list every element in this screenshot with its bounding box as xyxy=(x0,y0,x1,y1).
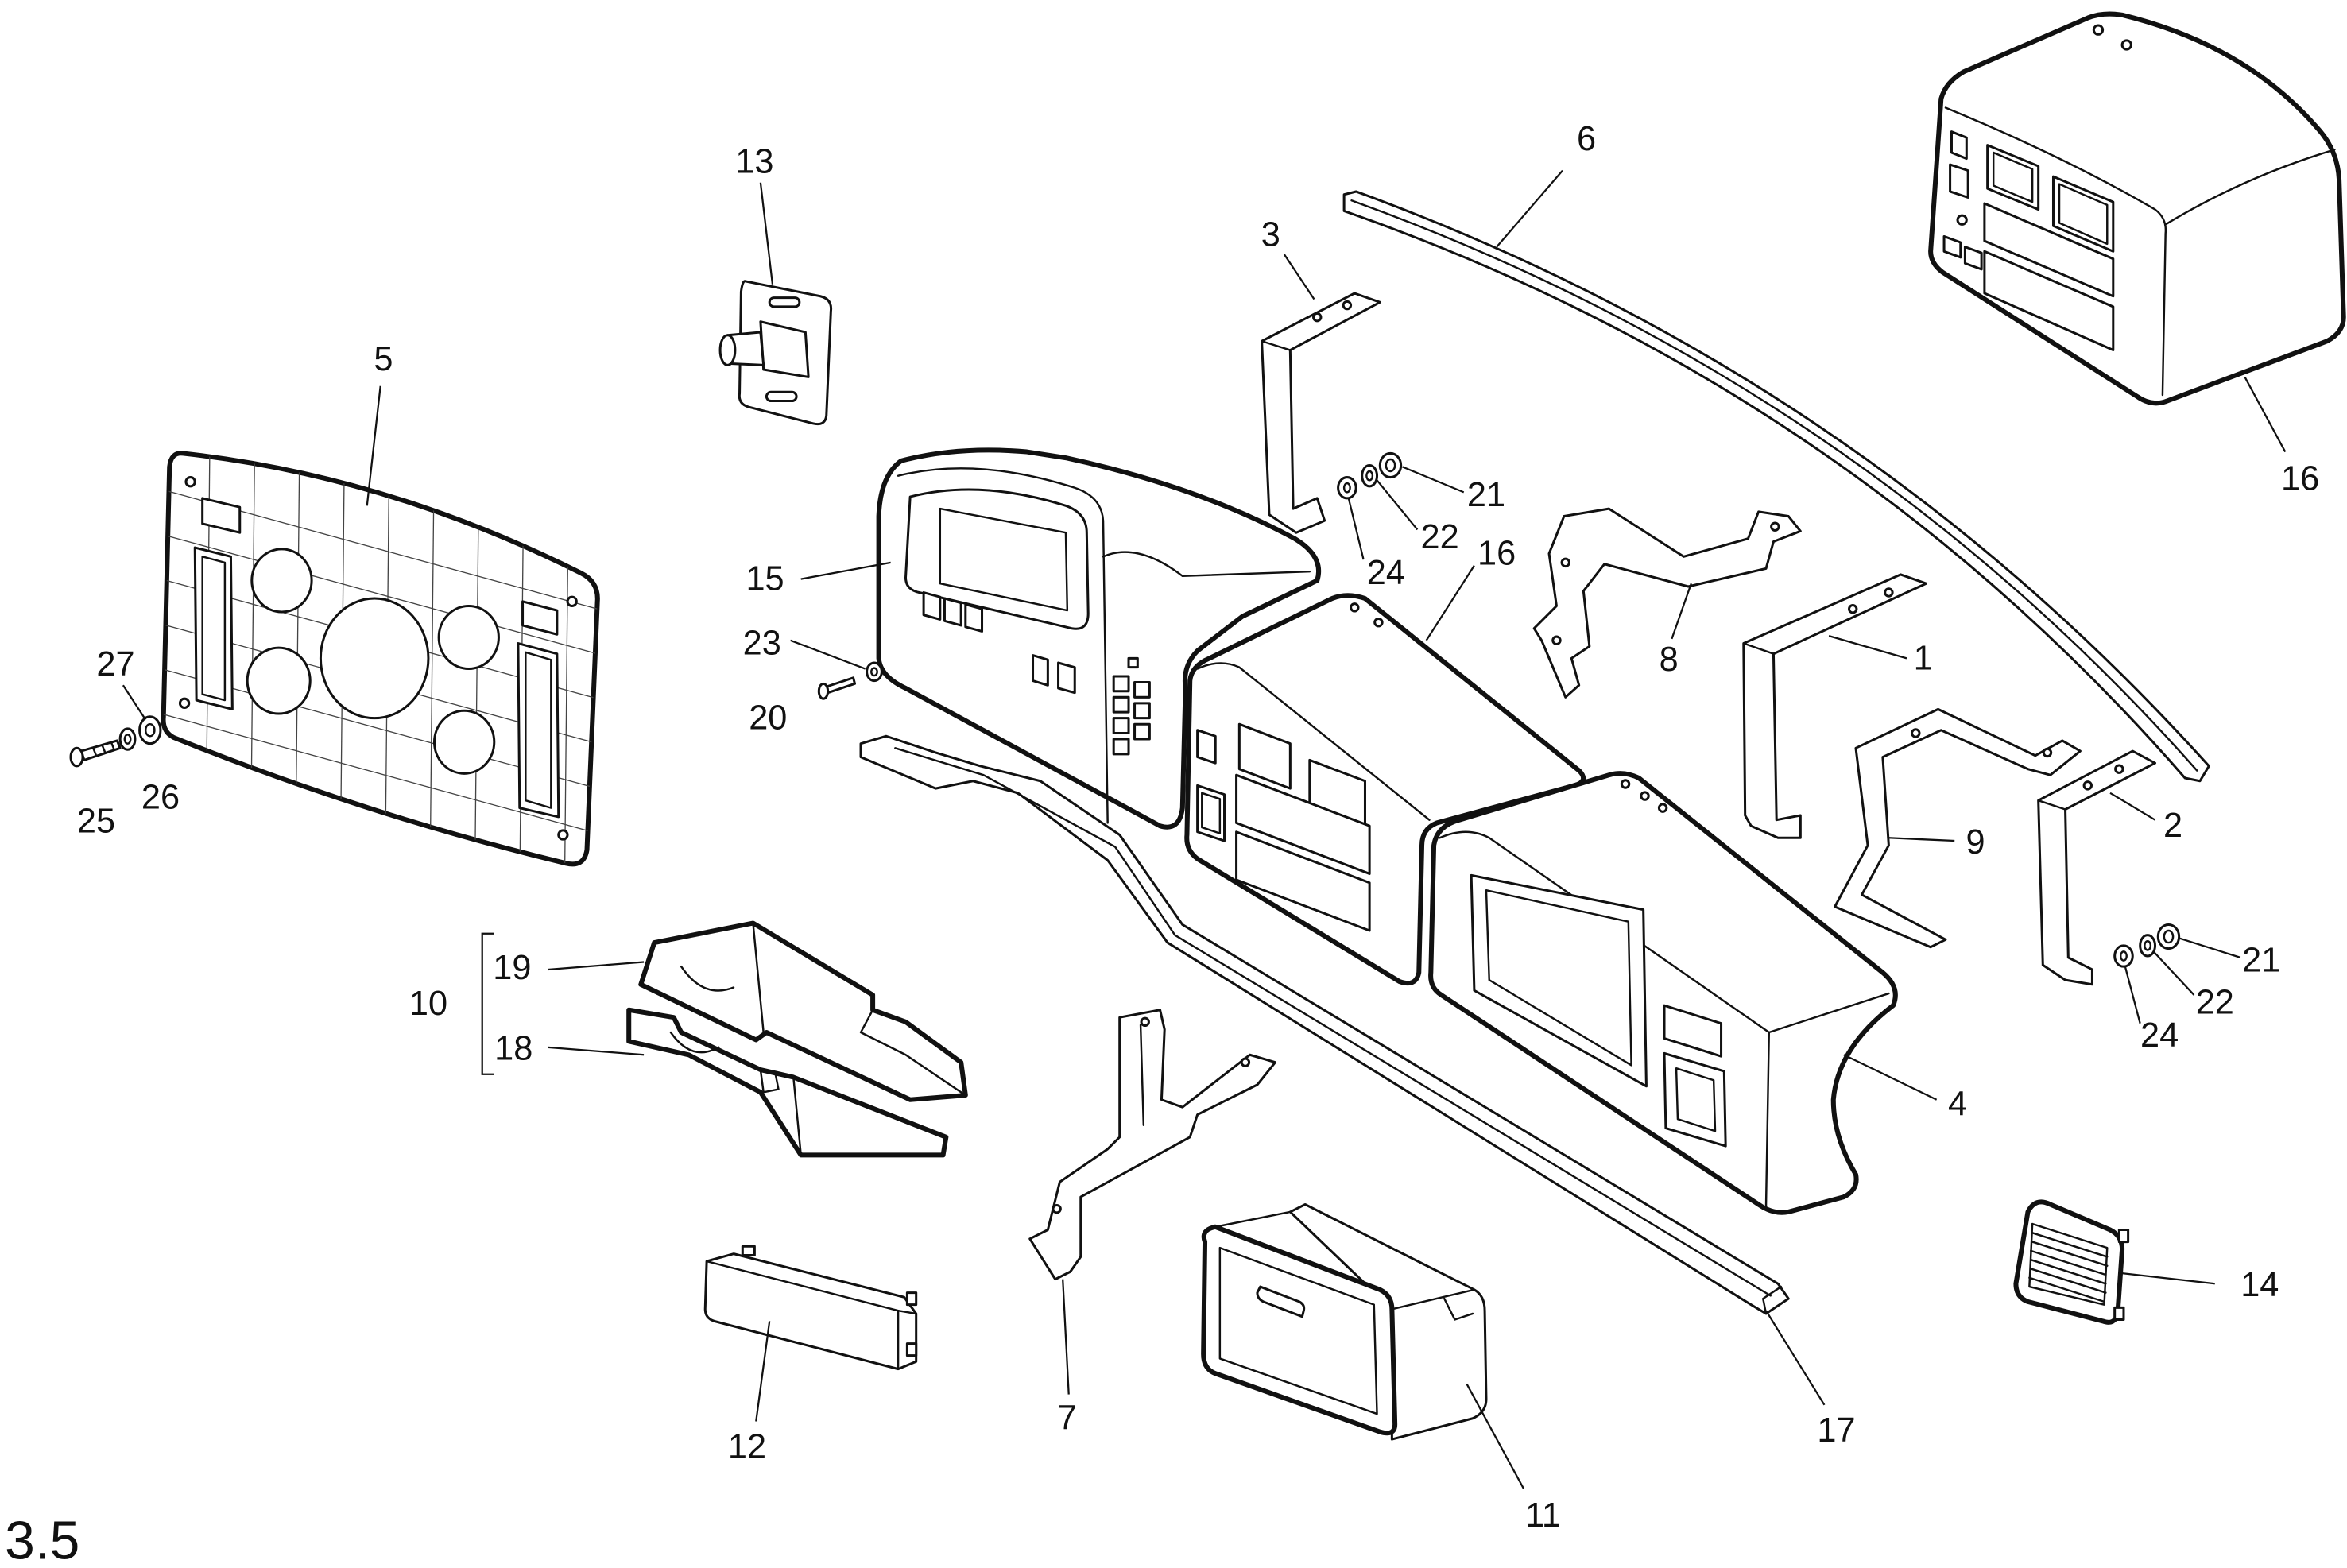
callout-25: 25 xyxy=(77,803,115,841)
part-6-trim-strip xyxy=(1342,190,2210,783)
part-12-cover-lid xyxy=(703,1245,918,1371)
part-17-rail xyxy=(859,734,1790,1315)
part-3-bracket xyxy=(1261,292,1381,534)
callout-9: 9 xyxy=(1966,823,1985,861)
part-5-instrument-panel xyxy=(161,451,600,867)
part-16-cover-top xyxy=(1928,11,2346,406)
part-9-bracket xyxy=(1834,707,2082,949)
part-21-nut-lower xyxy=(2156,923,2181,950)
callout-24-lower: 24 xyxy=(2140,1016,2179,1055)
part-1-bracket xyxy=(1742,573,1927,839)
callout-14: 14 xyxy=(2240,1266,2279,1304)
part-2-bracket xyxy=(2037,749,2157,986)
callout-23: 23 xyxy=(743,625,781,663)
part-20-screw xyxy=(817,676,857,700)
part-24-washer-upper xyxy=(1337,476,1357,500)
part-4-housing-right xyxy=(1428,771,1898,1215)
part-8-bracket xyxy=(1532,507,1802,699)
callout-21-upper: 21 xyxy=(1467,476,1505,514)
part-24-washer-lower xyxy=(2113,944,2134,968)
callout-18: 18 xyxy=(494,1030,533,1068)
part-13-switch xyxy=(718,280,833,426)
callout-8: 8 xyxy=(1660,641,1679,679)
callout-2: 2 xyxy=(2163,807,2182,845)
callout-3: 3 xyxy=(1261,216,1280,254)
callout-17: 17 xyxy=(1817,1411,1855,1450)
part-16-housing-middle xyxy=(1184,593,1586,986)
part-22-washer-lower xyxy=(2139,934,2157,958)
part-21-nut-upper xyxy=(1378,451,1403,479)
part-26-washer xyxy=(118,727,137,751)
callout-4: 4 xyxy=(1948,1085,1967,1123)
group-bracket-10 xyxy=(481,932,494,1075)
part-19-trim-upper xyxy=(638,920,968,1102)
callout-16-top: 16 xyxy=(2281,459,2319,498)
callout-13: 13 xyxy=(735,142,773,180)
leader-lines xyxy=(122,169,2287,1489)
part-14-vent-grille xyxy=(2013,1199,2130,1325)
callout-27: 27 xyxy=(96,645,134,683)
callout-7: 7 xyxy=(1058,1400,1077,1438)
callout-16-middle: 16 xyxy=(1478,535,1516,573)
part-22-washer-upper xyxy=(1361,463,1379,488)
callout-22-lower: 22 xyxy=(2196,983,2234,1021)
callout-1: 1 xyxy=(1914,639,1933,677)
callout-21-lower: 21 xyxy=(2242,942,2280,980)
part-15-instrument-housing xyxy=(876,447,1322,830)
part-27-washer xyxy=(138,715,162,745)
callout-24-upper: 24 xyxy=(1367,554,1405,592)
part-18-trim-lower xyxy=(626,1007,949,1158)
part-23-washer xyxy=(866,661,883,683)
callout-19: 19 xyxy=(493,949,531,987)
page-number: 3.5 xyxy=(5,1512,79,1568)
part-11-storage-drawer xyxy=(1201,1203,1488,1441)
callout-20: 20 xyxy=(749,699,787,738)
part-7-bracket xyxy=(1028,1009,1277,1281)
callout-6: 6 xyxy=(1577,120,1596,158)
callout-12: 12 xyxy=(728,1428,766,1466)
callout-5: 5 xyxy=(374,340,393,378)
callout-15: 15 xyxy=(746,560,784,598)
callout-22-upper: 22 xyxy=(1421,518,1459,556)
callout-26: 26 xyxy=(141,778,180,816)
part-25-screw xyxy=(69,739,122,768)
callout-11: 11 xyxy=(1525,1496,1561,1535)
callout-10: 10 xyxy=(409,985,447,1023)
